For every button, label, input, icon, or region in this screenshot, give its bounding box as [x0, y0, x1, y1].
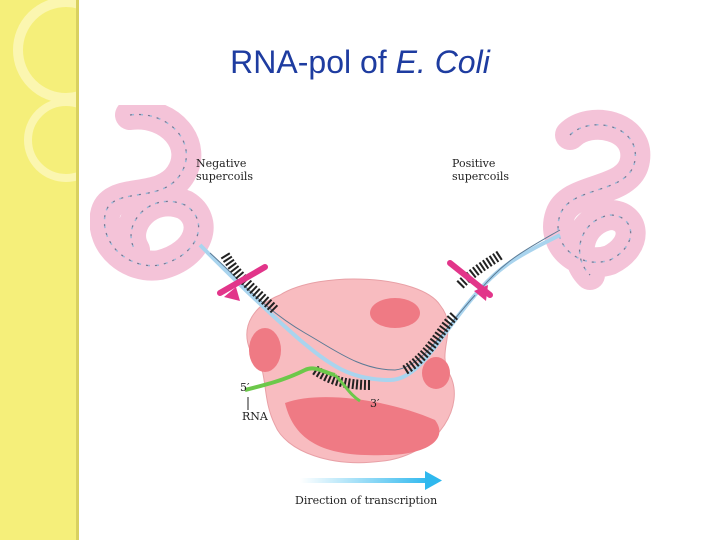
diagram-artwork	[89, 99, 651, 490]
rna-three-prime-end	[333, 373, 361, 403]
title-prefix: RNA-pol of	[230, 44, 396, 80]
negative-supercoils-label: Negative supercoils	[196, 157, 254, 183]
five-prime-label: 5′	[240, 381, 250, 394]
rna-label: RNA	[242, 410, 268, 423]
slide-sidebar	[0, 0, 78, 540]
direction-arrow	[300, 471, 442, 490]
three-prime-label: 3′	[370, 397, 380, 410]
positive-supercoil	[543, 109, 651, 290]
title-organism: E. Coli	[395, 44, 490, 80]
topoisomerase-right-marker	[447, 260, 493, 301]
sidebar-rings-decoration	[13, 0, 78, 182]
topoisomerase-left-marker	[217, 264, 268, 301]
direction-of-transcription-label: Direction of transcription	[295, 494, 438, 507]
slide-title: RNA-pol of E. Coli	[0, 44, 720, 81]
negative-supercoil	[89, 99, 214, 281]
transcription-diagram: Negative supercoils Positive supercoils …	[89, 99, 710, 525]
sidebar-edge	[76, 0, 79, 540]
positive-supercoils-label: Positive supercoils	[452, 157, 510, 183]
rna-transcript	[244, 366, 336, 392]
rna-polymerase	[246, 278, 455, 464]
